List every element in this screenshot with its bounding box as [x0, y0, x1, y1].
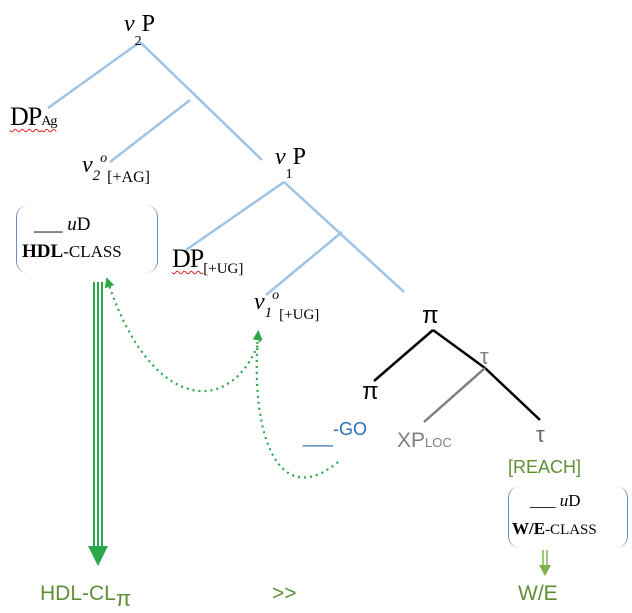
hdl-box-line2: HDL-CLASS [22, 242, 122, 261]
v2o-sup: o [100, 151, 108, 166]
tau-mid-label: τ [480, 344, 489, 369]
branch-v2p-right [139, 41, 263, 161]
branch-tau-right [484, 367, 541, 421]
branch-v1p-right [283, 181, 405, 293]
v1p-label: v1P [275, 144, 307, 182]
dp-ag-sub: Ag [41, 114, 57, 129]
branch-tau-xploc [423, 367, 486, 423]
v2p-index: 2 [134, 34, 142, 49]
v2o-label: v2 o [+AG] [82, 151, 150, 186]
we-box-line1: ___ uD [530, 492, 581, 509]
we-box-bold: W/E [512, 519, 546, 538]
v2p-P: P [141, 11, 156, 37]
pi-left-label: π [362, 378, 379, 405]
v1o-label: v1 o [+UG] [254, 288, 319, 323]
v2p-v: v [124, 11, 135, 37]
v1o-feature: [+UG] [279, 307, 320, 323]
branch-vbar-v2o [109, 99, 191, 163]
dp-ag-DP: DP [10, 102, 42, 131]
double-arrow-down [88, 282, 108, 566]
v2o-feature: [+AG] [107, 169, 150, 186]
hdl-box-blank: ___ [34, 214, 63, 235]
movement-arrow-v1-to-v2 [104, 277, 262, 392]
we-box-u: u [559, 491, 569, 510]
we-box-rest: -CLASS [545, 522, 597, 538]
go-label: ___-GO [303, 419, 368, 446]
dp-ug-label: DP[+UG] [172, 244, 243, 277]
bottom-we: W/E [518, 582, 558, 605]
pi-top-label: π [422, 302, 439, 329]
dp-ug-feature: [+UG] [203, 261, 244, 277]
xploc-XP: XP [397, 429, 426, 452]
go-suffix: -GO [333, 419, 368, 439]
branch-pi-tau [432, 328, 486, 370]
xploc-label: XPLOC [397, 430, 452, 451]
hdl-box-bold: HDL [22, 241, 64, 262]
v1p-index: 1 [285, 167, 293, 182]
hdl-box-D: D [76, 214, 91, 235]
v1p-v: v [275, 144, 286, 170]
tau-right-label: τ [536, 422, 545, 447]
bottom-gtgt: >> [272, 582, 297, 605]
hdl-box-u: u [67, 214, 77, 235]
branch-v2p-dpag [47, 40, 141, 110]
dp-ug-DP: DP [172, 244, 204, 273]
v2o-v: v [82, 152, 93, 178]
movement-arrow-go-to-v1 [252, 330, 339, 479]
we-box-blank: ___ [530, 491, 556, 510]
branch-vbar-v1o [265, 231, 343, 296]
we-box-line2: W/E-CLASS [512, 520, 597, 538]
bottom-hdl-text: HDL-CL [40, 582, 116, 605]
xploc-sub: LOC [425, 435, 452, 450]
hdl-box-rest: -CLASS [63, 242, 122, 261]
v1o-index: 1 [264, 305, 273, 321]
v2p-label: v2P [124, 11, 156, 49]
v1o-v: v [254, 289, 265, 315]
branch-v1p-dpug [185, 180, 285, 252]
hdl-box-line1: ___ uD [34, 215, 90, 234]
bottom-hdl-sub: π [115, 586, 132, 611]
bottom-hdl-cl: HDL-CLπ [40, 582, 131, 610]
small-double-arrow [539, 550, 551, 576]
v1o-sup: o [272, 288, 280, 303]
v2o-index: 2 [92, 168, 101, 184]
reach-label: [REACH] [508, 457, 582, 477]
dp-ag-label: DPAg [10, 102, 57, 131]
v1p-P: P [292, 144, 307, 170]
go-blank: ___ [303, 427, 334, 447]
hdl-class-box [16, 205, 158, 273]
we-class-box [508, 486, 628, 548]
we-box-D: D [568, 491, 581, 510]
branch-pi-left [373, 329, 434, 382]
